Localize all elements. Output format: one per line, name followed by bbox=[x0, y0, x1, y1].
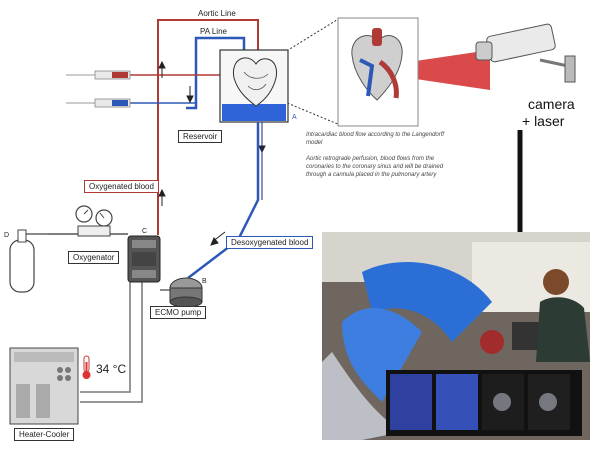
temperature-label: 34 °C bbox=[96, 362, 127, 376]
heart-icon bbox=[232, 57, 278, 107]
laser-beam bbox=[355, 50, 490, 90]
oxygenator-device bbox=[127, 235, 161, 283]
aortic-line-label: Aortic Line bbox=[198, 9, 236, 18]
heater-tubing-b bbox=[80, 271, 144, 403]
marker-d: D bbox=[4, 232, 10, 239]
reservoir-label: Reservoir bbox=[178, 130, 223, 143]
zoom-line-bottom bbox=[279, 99, 341, 126]
camera-icon bbox=[475, 23, 576, 83]
aortic-line-tubing bbox=[157, 19, 259, 235]
gas-cylinder-icon bbox=[9, 229, 48, 293]
oxygenator-label: Oxygenator bbox=[68, 251, 120, 264]
marker-b: B bbox=[202, 278, 207, 285]
marker-a: A bbox=[292, 114, 297, 121]
zoom-heart-icon bbox=[351, 28, 403, 101]
reservoir-outlet-tubing bbox=[187, 122, 260, 279]
camera-label-line2: + laser bbox=[522, 113, 565, 129]
heater-cooler-device bbox=[9, 347, 79, 425]
intracardiac-body-note: Aortic retrograde perfusion, blood flows… bbox=[306, 156, 444, 178]
lab-photo-drawing bbox=[322, 232, 590, 440]
intracardiac-title-note: Intracardiac blood flow according to the… bbox=[306, 132, 445, 146]
ecmo-pump-device bbox=[169, 277, 203, 308]
marker-c: C bbox=[142, 228, 148, 235]
pa-line-tubing bbox=[186, 36, 246, 110]
thermometer-icon bbox=[82, 355, 91, 379]
ecmo-pump-label: ECMO pump bbox=[150, 306, 207, 319]
zoom-line-top bbox=[279, 17, 341, 56]
pressure-gauge-icon bbox=[48, 205, 128, 237]
desoxygenated-blood-label: Desoxygenated blood bbox=[226, 236, 314, 249]
syringe-icon bbox=[66, 70, 131, 108]
oxygenated-blood-label: Oxygenated blood bbox=[84, 180, 159, 193]
heater-cooler-label: Heater-Cooler bbox=[14, 428, 75, 441]
lab-photo bbox=[322, 232, 590, 440]
reservoir-fill bbox=[222, 104, 286, 121]
camera-label-line1: camera bbox=[528, 96, 575, 112]
pa-line-label: PA Line bbox=[200, 27, 227, 36]
